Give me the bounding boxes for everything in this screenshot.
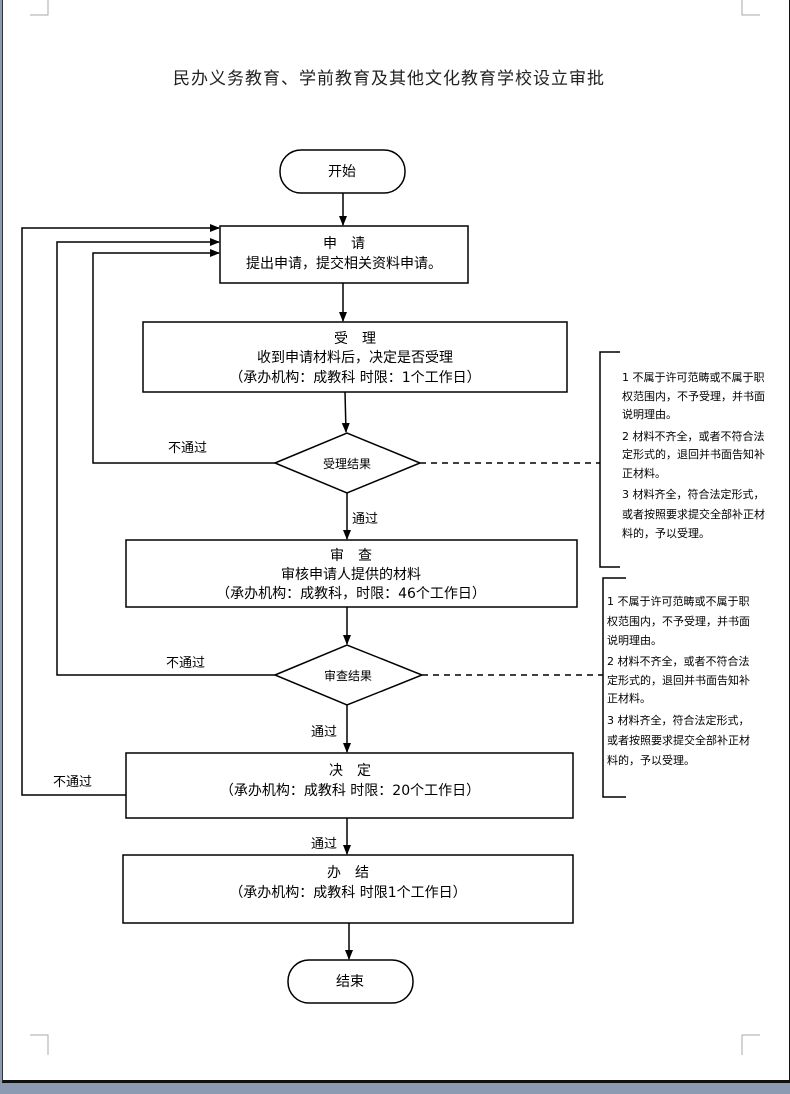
start-label: 开始	[328, 164, 356, 180]
fail-label-1: 不通过	[168, 441, 207, 456]
pass-label-2: 通过	[311, 725, 337, 740]
decide-heading: 决 定	[329, 763, 371, 779]
svg-text:正材料。: 正材料。	[622, 466, 666, 480]
svg-text:料的，予以受理。: 料的，予以受理。	[607, 753, 695, 767]
notes-bracket-2	[602, 577, 626, 798]
notes-2: 1 不属于许可范畴或不属于职 权范围内，不予受理，并书面 说明理由。 2 材料不…	[607, 594, 750, 767]
reject-loop-2	[56, 238, 275, 676]
end-label: 结束	[336, 974, 364, 990]
svg-text:2 材料不齐全，或者不符合法: 2 材料不齐全，或者不符合法	[607, 654, 750, 668]
accept-agency: （承办机构：成教科 时限：1个工作日）	[229, 370, 480, 386]
decide-box	[125, 752, 574, 819]
svg-text:3 材料齐全，符合法定形式，: 3 材料齐全，符合法定形式，	[607, 713, 750, 727]
svg-text:或者按照要求提交全部补正材: 或者按照要求提交全部补正材	[622, 507, 765, 521]
end-node	[287, 959, 414, 1004]
apply-desc: 提出申请，提交相关资料申请。	[246, 255, 442, 272]
apply-heading: 申 请	[323, 236, 365, 252]
pass-label-1: 通过	[352, 512, 378, 527]
svg-text:料的，予以受理。: 料的，予以受理。	[622, 526, 710, 540]
svg-text:或者按照要求提交全部补正材: 或者按照要求提交全部补正材	[607, 733, 750, 747]
review-agency: （承办机构：成教科，时限：46个工作日）	[216, 586, 486, 602]
crop-marks	[30, 0, 760, 1055]
svg-text:定形式的，退回并书面告知补: 定形式的，退回并书面告知补	[622, 447, 765, 461]
reject-loop-1	[92, 249, 275, 464]
notes-bracket-1	[599, 351, 620, 568]
pass-label-3: 通过	[311, 837, 337, 852]
reject-loop-3	[21, 224, 220, 796]
accept-heading: 受 理	[334, 331, 376, 347]
decide-agency: （承办机构：成教科 时限：20个工作日）	[220, 783, 480, 799]
review-desc: 审核申请人提供的材料	[281, 567, 421, 583]
apply-box	[219, 225, 469, 284]
arrow	[341, 391, 350, 433]
page-title: 民办义务教育、学前教育及其他文化教育学校设立审批	[173, 69, 605, 89]
fail-label-2: 不通过	[166, 656, 205, 671]
accept-desc: 收到申请材料后，决定是否受理	[257, 350, 453, 366]
review-box	[125, 539, 578, 608]
review-result-label: 审查结果	[324, 668, 372, 683]
svg-text:1 不属于许可范畴或不属于职: 1 不属于许可范畴或不属于职	[607, 594, 750, 608]
finish-box	[122, 854, 574, 924]
accept-box	[142, 321, 568, 393]
notes-1: 1 不属于许可范畴或不属于职 权范围内，不予受理，并书面 说明理由。 2 材料不…	[622, 370, 765, 540]
svg-text:定形式的，退回并书面告知补: 定形式的，退回并书面告知补	[607, 673, 750, 687]
svg-text:说明理由。: 说明理由。	[622, 407, 677, 421]
svg-text:2 材料不齐全，或者不符合法: 2 材料不齐全，或者不符合法	[622, 429, 765, 443]
svg-text:权范围内，不予受理，并书面: 权范围内，不予受理，并书面	[622, 389, 765, 403]
svg-text:1 不属于许可范畴或不属于职: 1 不属于许可范畴或不属于职	[622, 370, 765, 384]
svg-text:说明理由。: 说明理由。	[607, 633, 662, 647]
svg-text:权范围内，不予受理，并书面: 权范围内，不予受理，并书面	[607, 614, 750, 628]
finish-heading: 办 结	[327, 865, 369, 881]
accept-result-label: 受理结果	[323, 457, 371, 471]
review-heading: 审 查	[330, 548, 372, 564]
svg-text:3 材料齐全，符合法定形式，: 3 材料齐全，符合法定形式，	[622, 487, 765, 501]
finish-agency: （承办机构：成教科 时限1个工作日）	[229, 885, 466, 901]
svg-text:正材料。: 正材料。	[607, 691, 651, 705]
fail-label-3: 不通过	[53, 775, 92, 790]
